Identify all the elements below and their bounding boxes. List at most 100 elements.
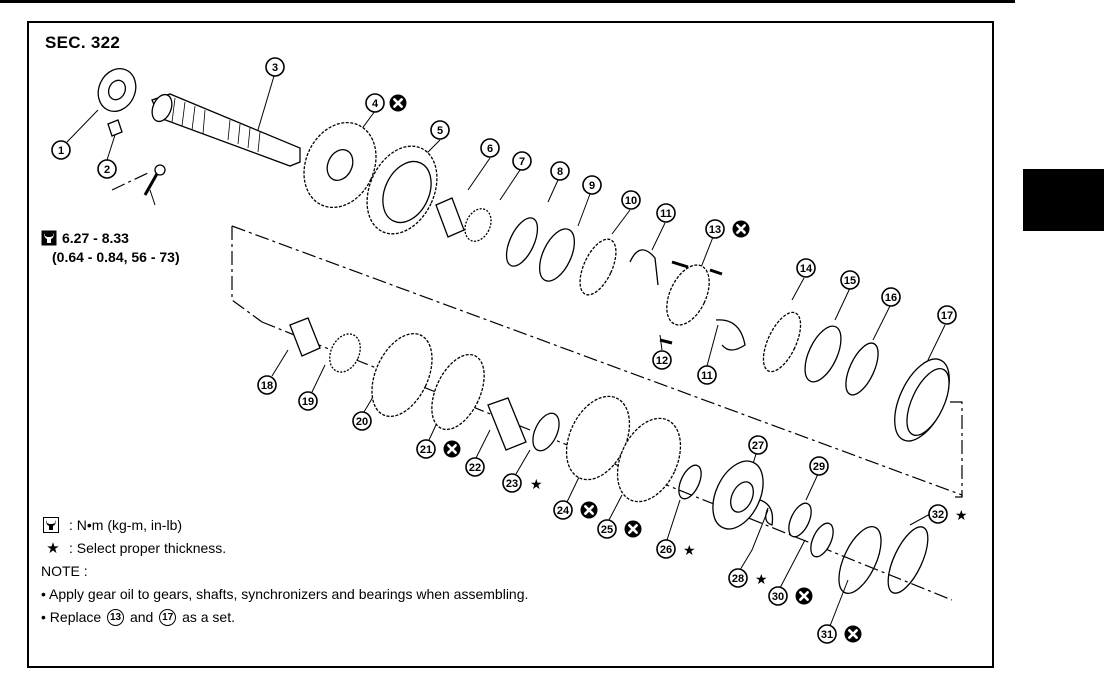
callout-21: 21 [416,439,436,459]
callout-11b: 11 [697,365,717,385]
star-mark-26: ★ [683,542,696,558]
svg-text:24: 24 [557,505,570,517]
star-mark-32: ★ [955,507,968,523]
part-1-bore [107,79,127,101]
torque-wrench-icon [42,517,59,533]
callout-3: 3 [265,57,285,77]
callout-4: 4 [365,93,385,113]
callout-27: 27 [748,435,768,455]
svg-text:21: 21 [420,444,432,456]
svg-text:32: 32 [932,509,944,521]
svg-text:17: 17 [941,310,953,322]
callout-5: 5 [430,120,450,140]
callout-18: 18 [257,375,277,395]
replace-mark-31 [843,624,863,644]
star-mark-23: ★ [530,476,543,492]
part-31-snap-ring [838,526,882,594]
note-1: • Apply gear oil to gears, shafts, synch… [41,586,529,602]
legend-torque-unit: : N•m (kg-m, in-lb) [69,517,183,533]
part-7-needle-bearing [464,208,492,242]
torque-value: 6.27 - 8.33 [62,230,129,246]
svg-text:11: 11 [701,370,713,382]
part-10-ring [579,238,617,296]
part-32-ring [887,526,929,594]
svg-text:6: 6 [487,143,493,155]
diagram-frame [27,21,994,668]
callout-8: 8 [550,161,570,181]
callout-19: 19 [298,391,318,411]
part-14-ring [762,311,802,373]
svg-text:5: 5 [437,125,443,137]
part-21-gear [431,353,485,431]
part-18-bushing [289,317,321,357]
part-29-ring [788,502,812,538]
part-12-insert-a [671,260,689,269]
parts [97,68,950,594]
part-26-snap-ring [678,464,702,500]
part-2-bolt-head [154,164,166,176]
callout-23: 23 [502,473,522,493]
svg-text:26: 26 [660,544,672,556]
callout-30: 30 [768,586,788,606]
callout-25: 25 [597,519,617,539]
callout-9: 9 [582,175,602,195]
note-2: • Replace 13 and 17 as a set. [41,609,235,626]
part-11-spring-lower [715,319,746,351]
callout-1: 1 [51,140,71,160]
part-6-bushing [435,197,465,238]
inline-callout-13: 13 [107,609,125,626]
star-mark-28: ★ [755,571,768,587]
svg-text:18: 18 [261,380,273,392]
replace-mark-30 [794,586,814,606]
svg-text:14: 14 [800,263,813,275]
part-25-gear [616,417,682,503]
svg-text:12: 12 [656,355,668,367]
svg-text:13: 13 [709,224,721,236]
note-title: NOTE : [41,563,88,579]
svg-text:3: 3 [272,62,278,74]
part-12-insert-c [659,338,673,345]
part-27-bore [730,481,754,513]
svg-text:22: 22 [469,462,481,474]
svg-text:7: 7 [519,156,525,168]
part-3-shaft-end [151,93,173,123]
callout-28: 28 [728,568,748,588]
svg-text:30: 30 [772,591,784,603]
svg-text:19: 19 [302,396,314,408]
part-17-inner [906,368,950,436]
replace-mark-25 [623,519,643,539]
svg-text:23: 23 [506,478,518,490]
svg-text:4: 4 [372,98,379,110]
legend-torque-row: : N•m (kg-m, in-lb) [41,514,528,537]
part-12-insert-b [709,268,723,276]
part-5-hub [382,160,432,224]
callout-29: 29 [809,456,829,476]
svg-text:1: 1 [58,145,64,157]
part-4-bore [326,148,354,182]
leader-lines [66,75,946,627]
part-28-snap-ring [759,499,774,526]
callout-10: 10 [621,190,641,210]
svg-text:27: 27 [752,440,764,452]
legend-star-text: : Select proper thickness. [69,540,227,556]
callouts: 1 2 3 4 5 6 7 8 9 10 11 13 12 11 14 15 1… [51,57,968,644]
svg-text:10: 10 [625,195,637,207]
callout-11a: 11 [656,203,676,223]
svg-text:9: 9 [589,180,595,192]
callout-20: 20 [352,411,372,431]
callout-31: 31 [817,624,837,644]
replace-mark-4 [388,93,408,113]
replace-mark-21 [442,439,462,459]
svg-text:2: 2 [104,164,110,176]
svg-text:28: 28 [732,573,744,585]
torque-wrench-icon [41,230,57,246]
legend-star-row: ★ : Select proper thickness. [41,537,528,560]
torque-spec: 6.27 - 8.33 (0.64 - 0.84, 56 - 73) [41,229,180,267]
part-2-bolt [143,171,160,196]
callout-12: 12 [652,350,672,370]
part-22-bushing [487,397,527,451]
section-label: SEC. 322 [45,33,121,52]
part-2-lock-plate [107,119,123,137]
legend: : N•m (kg-m, in-lb) ★ : Select proper th… [41,514,528,629]
